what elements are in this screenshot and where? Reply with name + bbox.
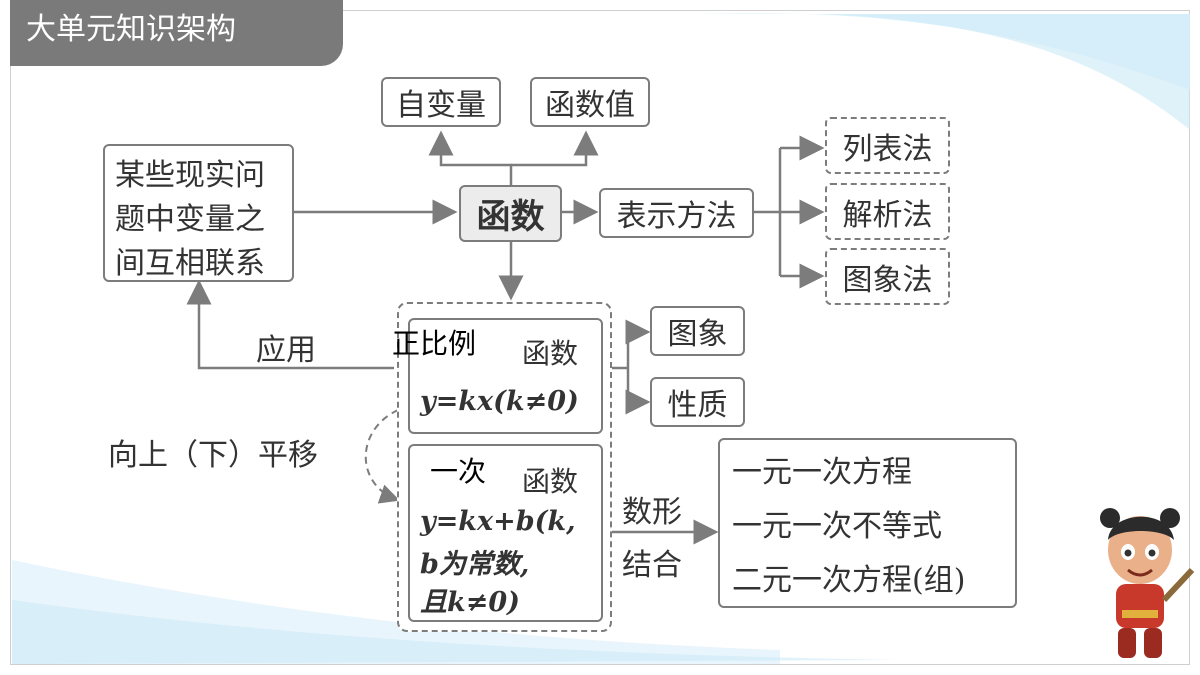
equation-item: 一元一次方程 <box>732 455 912 490</box>
linear-suffix: 函数 <box>522 465 579 498</box>
linear-formula-line: b为常数, <box>420 549 530 580</box>
independent-variable-box: 自变量 <box>381 77 501 127</box>
linear-function-box: 函数 y=kx+b(k, b为常数, 且k≠0) <box>408 444 603 622</box>
origin-line: 间互相联系 <box>115 246 265 281</box>
proportional-formula: y=kx(k≠0) <box>420 386 579 417</box>
linear-answer: 一次 <box>430 455 487 488</box>
real-problem-box: 某些现实问 题中变量之 间互相联系 <box>103 144 294 282</box>
origin-line: 某些现实问 <box>115 158 265 193</box>
slide-frame <box>10 10 1190 665</box>
shape-number-label: 数形 <box>622 495 682 530</box>
equations-box: 一元一次方程 一元一次不等式 二元一次方程(组) <box>718 438 1017 608</box>
page-title: 大单元知识架构 <box>10 0 343 66</box>
apply-label: 应用 <box>256 333 316 368</box>
method-analytic-box: 解析法 <box>825 183 950 240</box>
linear-formula-line: 且k≠0) <box>420 587 520 618</box>
function-value-box: 函数值 <box>530 77 650 127</box>
property-box: 性质 <box>650 377 745 427</box>
representation-box: 表示方法 <box>599 188 754 238</box>
proportional-answer: 正比例 <box>392 327 477 360</box>
cartoon-boy-icon <box>1100 508 1195 658</box>
proportional-function-box: 函数 y=kx(k≠0) <box>408 318 603 434</box>
shape-number-label: 结合 <box>622 548 682 583</box>
shift-label: 向上（下）平移 <box>108 438 318 473</box>
equation-item: 一元一次不等式 <box>732 509 942 544</box>
origin-line: 题中变量之 <box>115 202 265 237</box>
method-table-box: 列表法 <box>825 117 950 174</box>
linear-formula-line: y=kx+b(k, <box>420 506 576 537</box>
core-function-box: 函数 <box>459 185 562 242</box>
method-graph-box: 图象法 <box>825 248 950 305</box>
equation-item: 二元一次方程(组) <box>732 563 966 598</box>
graph-box: 图象 <box>650 306 745 356</box>
proportional-suffix: 函数 <box>522 337 579 370</box>
